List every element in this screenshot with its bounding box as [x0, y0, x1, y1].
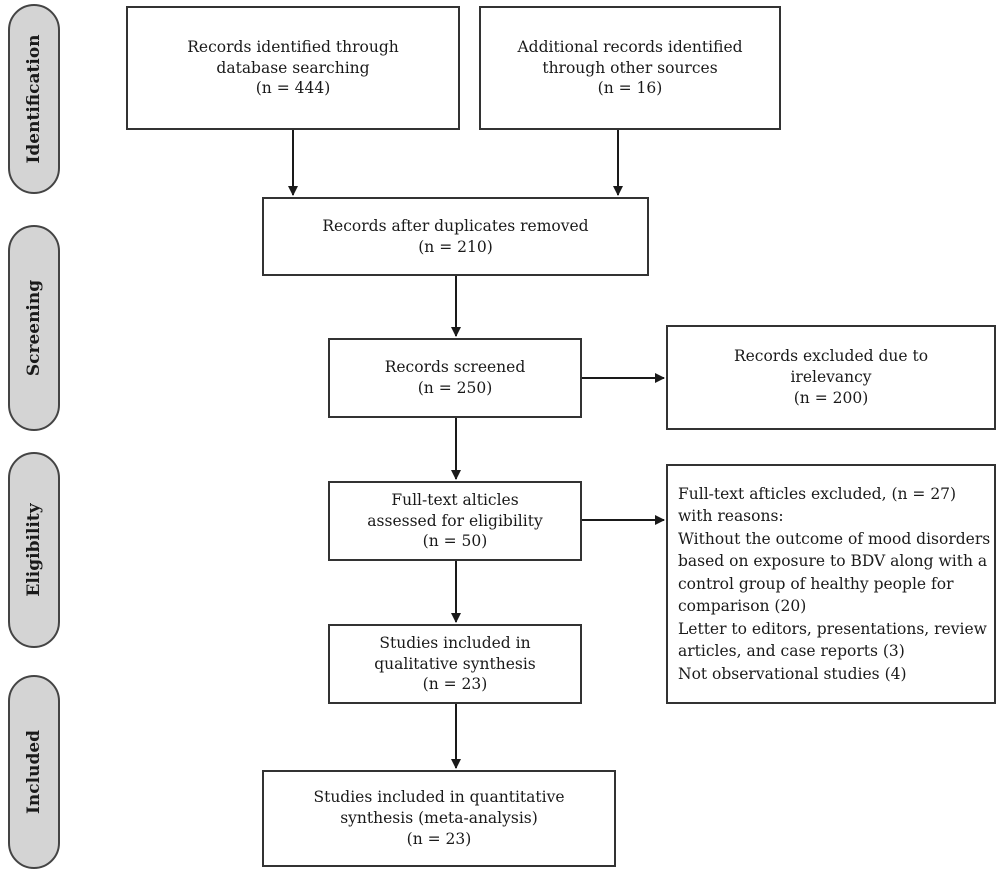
box-text: (n = 23)	[406, 829, 472, 848]
box-text: (n = 250)	[417, 379, 493, 397]
box-text: (n = 23)	[422, 675, 488, 694]
box-after-duplicates: Records after duplicates removed (n = 21…	[262, 197, 649, 276]
box-text: Studies included in quantitative	[313, 788, 565, 807]
box-text: irelevancy	[790, 368, 872, 387]
phase-included: Included	[8, 675, 60, 869]
box-text: based on exposure to BDV along with a	[678, 552, 988, 571]
box-text: (n = 50)	[422, 532, 488, 551]
box-text: with reasons:	[678, 507, 784, 526]
box-text: (n = 210)	[418, 237, 493, 256]
box-text: through other sources	[542, 58, 718, 77]
box-text: Full-text afticles excluded, (n = 27)	[678, 484, 957, 503]
box-text: synthesis (meta-analysis)	[340, 809, 538, 828]
box-text: Records excluded due to	[733, 347, 929, 366]
phase-identification: Identification	[8, 4, 60, 194]
box-text: (n = 200)	[793, 388, 869, 407]
box-fulltext-assessed: Full-text alticles assessed for eligibil…	[328, 481, 582, 561]
box-text: Records screened	[384, 358, 526, 377]
box-fulltext-excluded: Full-text afticles excluded, (n = 27) wi…	[666, 464, 996, 704]
box-text: control group of healthy people for	[678, 574, 954, 593]
box-text: Studies included in	[379, 633, 531, 652]
box-text: Not observational studies (4)	[678, 664, 907, 683]
box-text: qualitative synthesis	[374, 654, 536, 673]
box-text: Additional records identified	[517, 37, 743, 56]
box-text: (n = 444)	[255, 79, 331, 98]
box-text: assessed for eligibility	[367, 511, 543, 530]
box-text: comparison (20)	[678, 597, 807, 616]
box-text: Letter to editors, presentations, review	[678, 619, 987, 638]
box-text: (n = 16)	[597, 79, 663, 98]
box-text: Records after duplicates removed	[322, 216, 589, 235]
box-identified-other: Additional records identified through ot…	[479, 6, 781, 130]
box-text: Without the outcome of mood disorders	[678, 529, 991, 548]
box-identified-database: Records identified through database sear…	[126, 6, 460, 130]
box-text: Full-text alticles	[391, 490, 519, 509]
phase-eligibility: Eligibility	[8, 452, 60, 648]
box-records-screened: Records screened (n = 250)	[328, 338, 582, 418]
box-records-excluded: Records excluded due to irelevancy (n = …	[666, 325, 996, 430]
box-text: database searching	[216, 58, 370, 77]
box-text: articles, and case reports (3)	[678, 642, 905, 661]
box-quantitative-synthesis: Studies included in quantitative synthes…	[262, 770, 616, 867]
phase-screening: Screening	[8, 225, 60, 431]
box-text: Records identified through	[187, 37, 399, 56]
box-qualitative-synthesis: Studies included in qualitative synthesi…	[328, 624, 582, 704]
